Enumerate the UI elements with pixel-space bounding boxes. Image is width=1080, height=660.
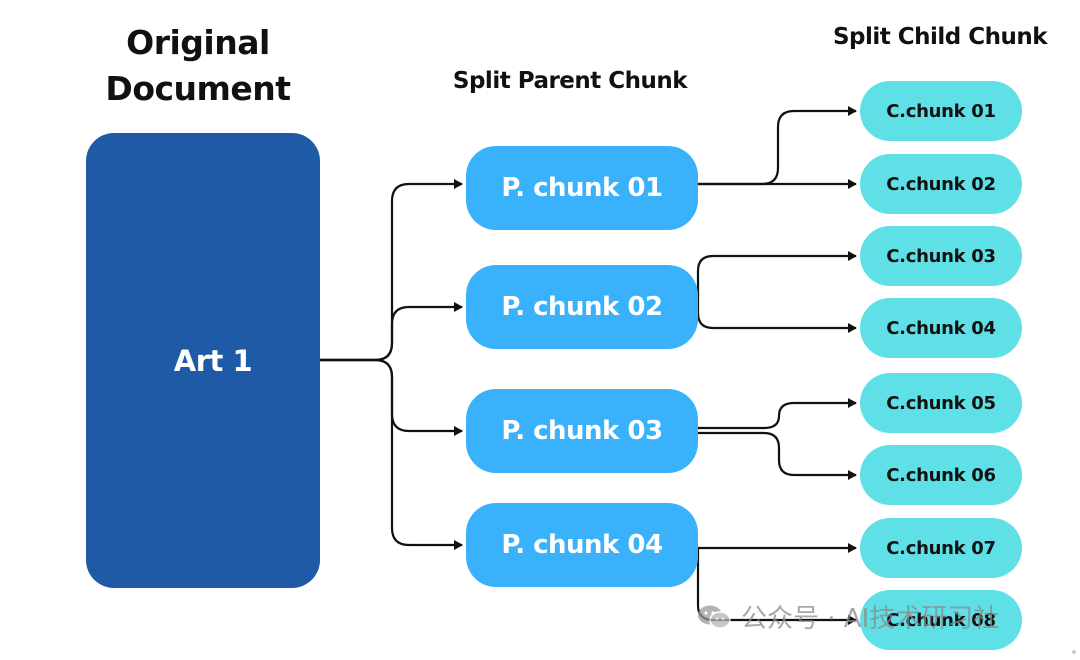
child-chunk-label: C.chunk 04 (886, 317, 996, 339)
child-chunk-04: C.chunk 04 (860, 298, 1022, 358)
child-chunk-03: C.chunk 03 (860, 226, 1022, 286)
child-chunk-06: C.chunk 06 (860, 445, 1022, 505)
original-document-box: Art 1 (86, 133, 320, 588)
child-chunk-label: C.chunk 06 (886, 464, 996, 486)
connector-p3-c5 (698, 398, 857, 430)
child-chunk-label: C.chunk 05 (886, 392, 996, 414)
parent-chunk-label: P. chunk 02 (501, 292, 663, 322)
connector-doc-p2 (320, 302, 463, 362)
split-parent-heading: Split Parent Chunk (452, 68, 688, 94)
wechat-icon (698, 605, 731, 629)
child-chunk-label: C.chunk 07 (886, 537, 996, 559)
child-chunk-label: C.chunk 02 (886, 173, 996, 195)
corner-dot (1072, 650, 1076, 654)
connector-p2-c3 (696, 251, 857, 307)
connector-p3-c6 (698, 431, 857, 480)
child-chunk-label: C.chunk 01 (886, 100, 996, 122)
parent-chunk-02: P. chunk 02 (466, 265, 698, 349)
child-chunk-02: C.chunk 02 (860, 154, 1022, 214)
parent-chunk-label: P. chunk 04 (501, 530, 663, 560)
connector-p2-c4 (696, 307, 857, 333)
child-chunk-01: C.chunk 01 (860, 81, 1022, 141)
document-label: Art 1 (173, 343, 253, 378)
child-chunk-label: C.chunk 03 (886, 245, 996, 267)
split-child-heading: Split Child Chunk (832, 24, 1048, 50)
parent-chunk-04: P. chunk 04 (466, 503, 698, 587)
child-chunk-05: C.chunk 05 (860, 373, 1022, 433)
parent-chunk-label: P. chunk 01 (501, 173, 663, 203)
child-chunk-label: C.chunk 08 (886, 609, 996, 631)
watermark-text: 公众号 · AI技术研习社 (741, 604, 1000, 634)
parent-chunk-01: P. chunk 01 (466, 146, 698, 230)
parent-chunk-03: P. chunk 03 (466, 389, 698, 473)
child-chunk-07: C.chunk 07 (860, 518, 1022, 578)
parent-chunk-label: P. chunk 03 (501, 416, 663, 446)
original-document-heading: Original Document (105, 23, 291, 108)
connector-doc-p4 (320, 358, 463, 550)
child-chunk-08: C.chunk 08 (860, 590, 1022, 650)
watermark: 公众号 · AI技术研习社 (697, 598, 999, 635)
connector-p1-c1 (698, 106, 857, 186)
